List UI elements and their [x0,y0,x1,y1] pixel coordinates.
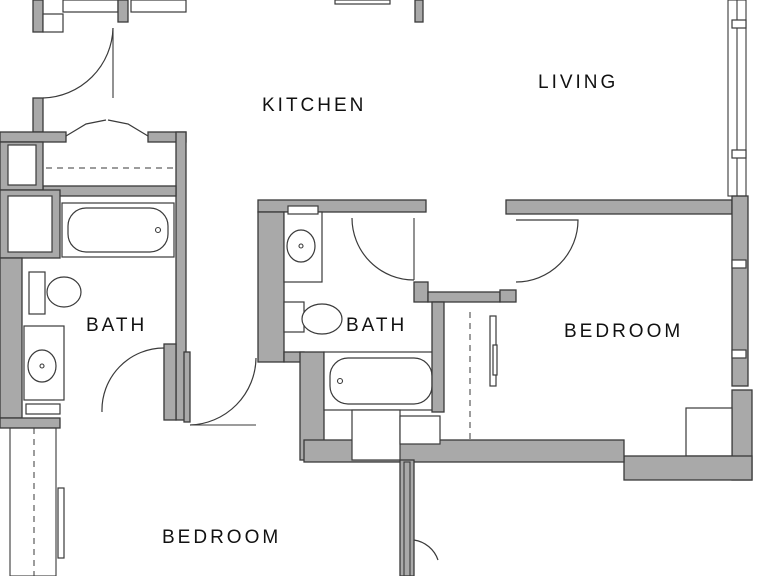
hall-door [183,351,257,426]
bath-center-label: BATH [346,315,407,336]
hall-closet [469,289,517,440]
living-label: LIVING [538,72,618,93]
bedroom-bottom-label: BEDROOM [162,527,281,548]
top-left-cabinets [32,0,424,33]
bath-left-label: BATH [86,315,147,336]
left-bath [0,141,177,421]
bottom-walls [303,409,625,576]
entry-door [32,27,114,133]
kitchen-label: KITCHEN [262,95,366,116]
bedroom-right-label: BEDROOM [564,321,683,342]
right-exterior-wall [727,0,747,359]
closet-bottom-left [0,417,65,576]
right-bedroom [505,195,753,481]
center-bath [257,199,501,461]
